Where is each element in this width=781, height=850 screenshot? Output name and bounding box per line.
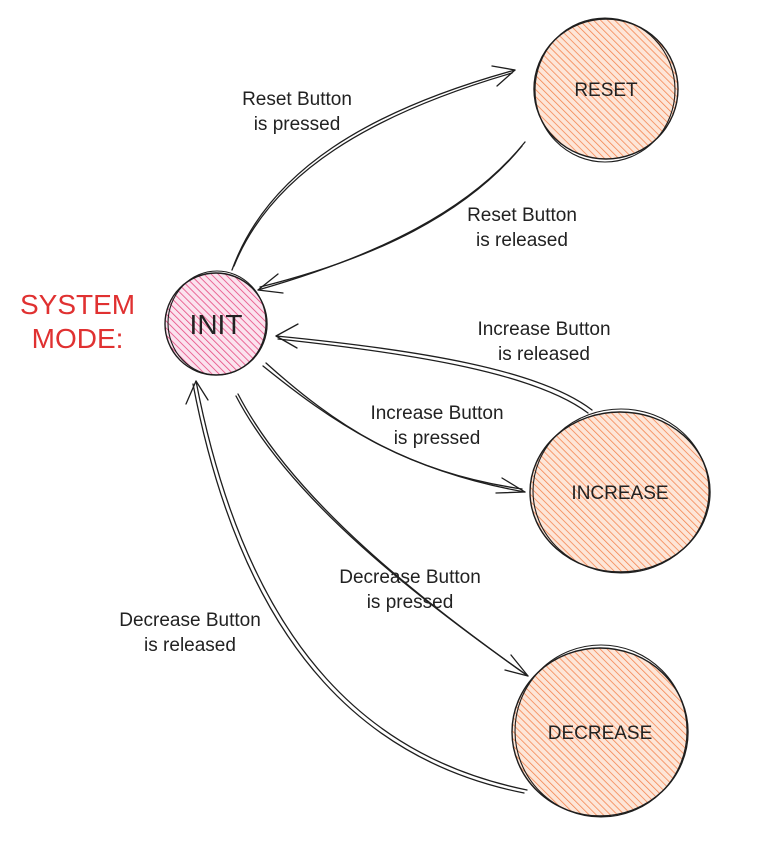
- label-increase-released: Increase Button is released: [477, 317, 610, 367]
- state-init-label: INIT: [190, 309, 243, 340]
- label-increase-pressed-line2: is pressed: [393, 428, 481, 449]
- label-increase-released-line1: Increase Button: [477, 319, 611, 340]
- state-increase[interactable]: INCREASE: [529, 408, 711, 574]
- system-mode-label: SYSTEM MODE:: [20, 288, 135, 356]
- label-increase-pressed: Increase Button is pressed: [370, 401, 503, 451]
- state-init[interactable]: INIT: [164, 270, 268, 376]
- label-increase-pressed-line1: Increase Button: [370, 403, 504, 424]
- label-reset-pressed: Reset Button is pressed: [242, 87, 352, 137]
- state-reset[interactable]: RESET: [533, 17, 679, 163]
- label-reset-pressed-line2: is pressed: [253, 114, 341, 135]
- label-reset-released-line1: Reset Button: [467, 205, 577, 226]
- label-reset-released-line2: is released: [476, 230, 568, 251]
- edge-increase-pressed: [262, 362, 526, 494]
- label-decrease-pressed-line2: is pressed: [366, 592, 454, 613]
- edge-decrease-pressed: [235, 393, 529, 677]
- label-increase-released-line2: is released: [498, 344, 590, 365]
- state-increase-label: INCREASE: [571, 483, 668, 504]
- edge-decrease-released: [185, 380, 528, 794]
- state-reset-label: RESET: [574, 80, 638, 101]
- edge-increase-released: [275, 323, 593, 414]
- system-mode-line1: SYSTEM: [20, 289, 136, 320]
- state-decrease[interactable]: DECREASE: [511, 644, 689, 818]
- system-mode-line2: MODE:: [31, 323, 124, 354]
- edge-reset-released: [257, 141, 526, 294]
- state-decrease-label: DECREASE: [548, 723, 653, 744]
- label-reset-pressed-line1: Reset Button: [242, 89, 352, 110]
- label-reset-released: Reset Button is released: [467, 203, 577, 253]
- label-decrease-pressed: Decrease Button is pressed: [339, 565, 481, 615]
- label-decrease-released-line2: is released: [144, 635, 236, 656]
- label-decrease-released: Decrease Button is released: [119, 608, 261, 658]
- label-decrease-released-line1: Decrease Button: [119, 610, 261, 631]
- edge-reset-pressed: [231, 65, 516, 271]
- label-decrease-pressed-line1: Decrease Button: [339, 567, 481, 588]
